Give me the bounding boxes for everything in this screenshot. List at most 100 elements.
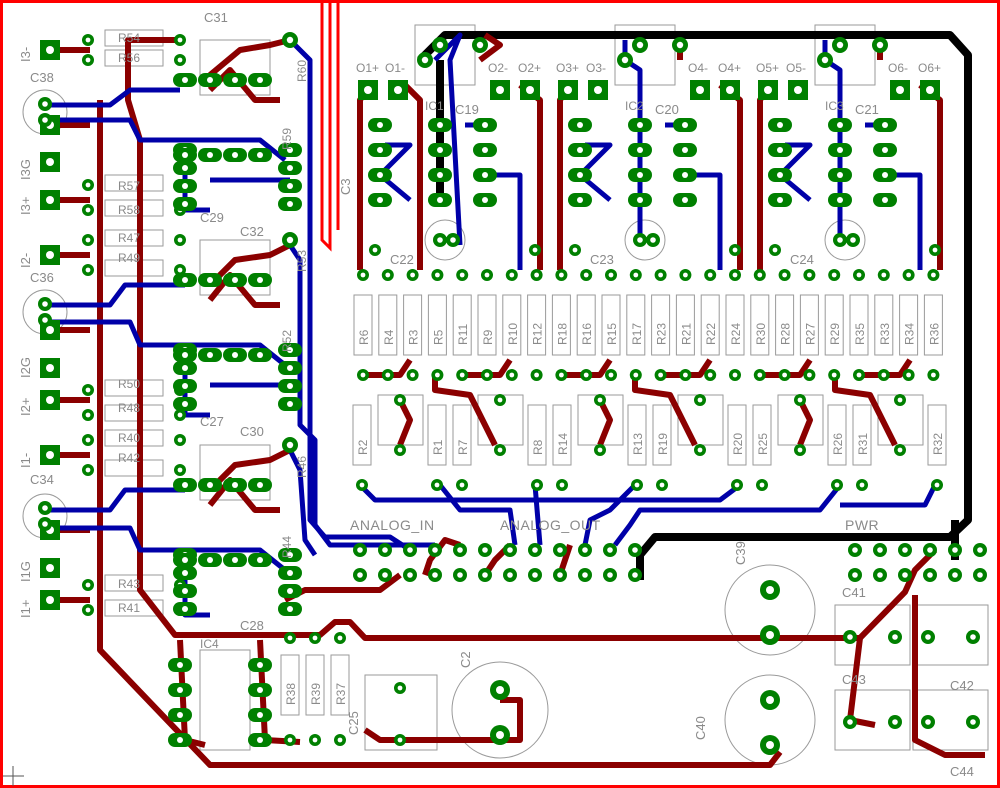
- capacitor-labels: C38 C36 C34 C31 C32 C30 C29 C27 C28 C2 C…: [30, 10, 974, 779]
- resistor-label-upper-10: R15: [605, 323, 619, 345]
- resistor-label-left-7: R48: [118, 401, 140, 415]
- ic-label-2: IC2: [625, 99, 644, 113]
- input-label-i3-minus: I3-: [18, 47, 33, 62]
- resistor-label-upper-8: R18: [555, 323, 569, 345]
- input-labels: I3- I3G I3+ I2- I2G I2+ I1- I1G I1+: [18, 47, 33, 618]
- resistor-label-upper-13: R21: [679, 323, 693, 345]
- input-label-i2-plus: I2+: [18, 398, 33, 416]
- origin-marker: [3, 766, 24, 786]
- resistor-label-upper-15: R24: [729, 323, 743, 345]
- resistor-label-inner-4: R46: [295, 456, 309, 478]
- resistor-label-lower-10: R31: [856, 433, 870, 455]
- resistor-label-upper-12: R23: [655, 323, 669, 345]
- resistor-label-lower-2: R7: [456, 439, 470, 455]
- resistor-label-left-5: R49: [118, 251, 140, 265]
- ic-label-3: IC3: [825, 99, 844, 113]
- output-label-o3-plus: O3+: [556, 61, 579, 75]
- analog-in-label: ANALOG_IN: [350, 517, 435, 533]
- cap-label-c31: C31: [204, 10, 228, 25]
- output-label-o6-minus: O6-: [888, 61, 908, 75]
- resistor-label-upper-16: R30: [754, 323, 768, 345]
- output-label-o2-plus: O2+: [518, 61, 541, 75]
- resistor-label-upper-6: R10: [506, 323, 520, 345]
- cap-label-c38: C38: [30, 70, 54, 85]
- cap-label-c41: C41: [842, 585, 866, 600]
- resistor-label-lower-11: R32: [931, 433, 945, 455]
- resistor-label-upper-17: R28: [779, 323, 793, 345]
- output-label-o5-plus: O5+: [756, 61, 779, 75]
- resistor-label-bottom-1: R39: [309, 683, 323, 705]
- output-label-o1-plus: O1+: [356, 61, 379, 75]
- resistor-label-upper-14: R22: [704, 323, 718, 345]
- silkscreen-outlines: [22, 24, 989, 766]
- resistor-label-inner-2: R53: [295, 250, 309, 272]
- resistor-label-bottom-0: R38: [284, 683, 298, 705]
- resistor-label-upper-5: R9: [481, 329, 495, 345]
- cap-label-c43: C43: [842, 672, 866, 687]
- resistor-label-left-9: R42: [118, 451, 140, 465]
- cap-label-c36: C36: [30, 270, 54, 285]
- resistor-label-left-8: R40: [118, 431, 140, 445]
- cap-label-c2: C2: [458, 651, 473, 668]
- resistor-label-bottom-2: R37: [334, 683, 348, 705]
- resistor-labels-bottom: R38 R39 R37: [284, 683, 348, 705]
- resistor-label-upper-22: R34: [903, 323, 917, 345]
- cap-label-c42: C42: [950, 678, 974, 693]
- resistor-label-upper-2: R3: [407, 329, 421, 345]
- resistor-label-upper-19: R29: [828, 323, 842, 345]
- output-label-o3-minus: O3-: [586, 61, 606, 75]
- ic-label-1: IC1: [425, 99, 444, 113]
- output-label-o2-minus: O2-: [488, 61, 508, 75]
- resistor-label-lower-5: R13: [631, 433, 645, 455]
- resistor-label-upper-7: R12: [531, 323, 545, 345]
- output-label-o1-minus: O1-: [385, 61, 405, 75]
- cap-label-c23: C23: [590, 252, 614, 267]
- cap-label-c20: C20: [655, 102, 679, 117]
- cap-label-c19: C19: [455, 102, 479, 117]
- output-label-o4-minus: O4-: [688, 61, 708, 75]
- output-labels: O1+ O1- O2- O2+ O3+ O3- O4- O4+ O5+ O5- …: [356, 61, 941, 75]
- input-label-i2-ground: I2G: [18, 357, 33, 378]
- resistor-label-upper-9: R16: [580, 323, 594, 345]
- resistor-label-lower-7: R20: [731, 433, 745, 455]
- resistor-label-inner-5: R44: [280, 536, 294, 558]
- resistor-label-lower-6: R19: [656, 433, 670, 455]
- cap-label-c44: C44: [950, 764, 974, 779]
- output-label-o4-plus: O4+: [718, 61, 741, 75]
- input-label-i1-ground: I1G: [18, 561, 33, 582]
- resistor-label-left-1: R56: [118, 51, 140, 65]
- resistor-label-left-2: R57: [118, 179, 140, 193]
- resistor-label-left-3: R58: [118, 203, 140, 217]
- cap-label-c32: C32: [240, 224, 264, 239]
- analog-out-label: ANALOG_OUT: [500, 517, 601, 533]
- resistor-label-lower-0: R2: [356, 439, 370, 455]
- output-label-o5-minus: O5-: [786, 61, 806, 75]
- resistor-label-left-6: R50: [118, 377, 140, 391]
- output-label-o6-plus: O6+: [918, 61, 941, 75]
- cap-label-c39: C39: [733, 541, 748, 565]
- ic-label-4: IC4: [200, 637, 219, 651]
- input-label-i1-minus: I1-: [18, 453, 33, 468]
- resistor-label-upper-23: R36: [927, 323, 941, 345]
- resistor-label-upper-18: R27: [803, 323, 817, 345]
- cap-label-c3: C3: [338, 178, 353, 195]
- resistor-label-left-10: R43: [118, 577, 140, 591]
- resistor-label-upper-0: R6: [357, 329, 371, 345]
- cap-label-c27: C27: [200, 414, 224, 429]
- resistor-label-upper-11: R17: [630, 323, 644, 345]
- cap-label-c29: C29: [200, 210, 224, 225]
- cap-label-c24: C24: [790, 252, 814, 267]
- resistor-label-left-4: R47: [118, 231, 140, 245]
- cap-label-c30: C30: [240, 424, 264, 439]
- resistor-label-lower-4: R14: [556, 433, 570, 455]
- input-label-i2-minus: I2-: [18, 253, 33, 268]
- input-label-i1-plus: I1+: [18, 600, 33, 618]
- cap-label-c22: C22: [390, 252, 414, 267]
- resistor-label-lower-9: R26: [831, 433, 845, 455]
- resistor-label-inner-0: R60: [295, 60, 309, 82]
- component-pads: [38, 32, 987, 755]
